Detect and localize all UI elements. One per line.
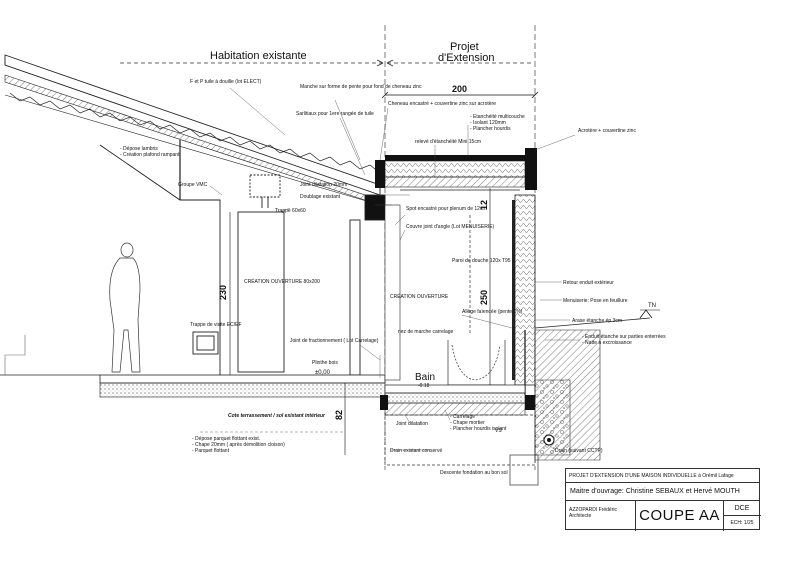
label-paroi: Paroi de douche 120x T95 xyxy=(452,258,511,264)
label-drain-exist: Drain existant conservé xyxy=(390,448,442,454)
label-tuile: F et P tuile à douille (lot ELECT) xyxy=(190,79,262,85)
label-bain: Bain xyxy=(415,372,435,383)
existing-floor xyxy=(0,335,386,398)
label-plinthe: Plinthe bois xyxy=(312,360,338,366)
dim-230: 230 xyxy=(218,285,228,300)
architect-role: Architecte xyxy=(569,513,592,519)
tn-label: TN xyxy=(648,303,656,309)
label-vs: VS xyxy=(495,428,502,434)
label-acrotere: Acrotère + couvertine zinc xyxy=(578,128,636,134)
label-spot: Spot encastré pour plenum de 12cm xyxy=(406,206,487,212)
label-trappe-visite: Trappe de visite EC/EF xyxy=(190,322,242,328)
existing-header: Habitation existante xyxy=(210,50,307,62)
label-cote-terr: Cote terrassement / sol existant intérie… xyxy=(228,413,326,419)
existing-roof xyxy=(4,54,381,206)
leader-lines xyxy=(200,87,580,451)
dim-200-label: 200 xyxy=(452,84,467,94)
label-depose-lambris: - Dépose lambris- Création plafond rampa… xyxy=(120,146,180,158)
label-joint-dilat: Joint dilatation 20mm xyxy=(300,182,347,188)
label-carrelage: - Carrelage- Chape mortier- Plancher hou… xyxy=(450,414,507,432)
label-sarlitiaux: Sarlitiaux pour 1ere rangée de tuile xyxy=(296,111,374,117)
dim-250: 250 xyxy=(479,290,489,305)
label-etancheite: - Etanchéité multicouche- Isolant 120mm-… xyxy=(470,114,525,132)
architect-name: AZZOPARDI Frédéric xyxy=(569,507,617,513)
dimension-lines xyxy=(229,188,491,455)
extension-header-line1: Projet xyxy=(450,41,479,53)
title-block: PROJET D'EXTENSION D'UNE MAISON INDIVIDU… xyxy=(565,468,761,531)
label-doublage: Doublage existant xyxy=(300,194,341,200)
label-retour-enduit: Retour enduit extérieur xyxy=(563,280,614,286)
label-groupe-vmc: Groupe VMC xyxy=(178,182,208,188)
scale-label: ECH: 1/25 xyxy=(730,520,754,526)
label-trappe: Trappe 60x60 xyxy=(275,208,306,214)
label-couvre-joint: Couvre joint d'angle (Lot MENUISERIE) xyxy=(406,224,495,230)
label-joint-dilatation: Joint dilatation xyxy=(396,421,428,427)
label-creation-ouv1: CRÉATION OUVERTURE 80x200 xyxy=(244,278,320,285)
owner-line: Maitre d'ouvrage: Christine SEBAUX et He… xyxy=(566,483,759,501)
label-descente: Descente fondation au bon sol xyxy=(440,470,508,476)
person-silhouette xyxy=(109,242,141,373)
label-manche: Manche sur forme de pente pour fond de c… xyxy=(300,84,422,90)
header-arrows xyxy=(120,59,533,67)
project-line: PROJET D'EXTENSION D'UNE MAISON INDIVIDU… xyxy=(566,469,759,483)
label-joint-fract: Joint de fractionnement ( Lot Carrelage) xyxy=(290,338,379,344)
extension-walls xyxy=(384,194,536,395)
label-allege: Allège faïencée (pente 1%) xyxy=(462,309,523,315)
label-creation-ouv2: CRÉATION OUVERTURE xyxy=(390,293,449,300)
label-arase: Arase étanche ép 3cm xyxy=(572,318,622,324)
extension-roof xyxy=(375,148,537,191)
label-cheneau: Cheneau encastré + couvertine zinc sur a… xyxy=(388,101,496,107)
label-menuiserie: Menuiserie: Pose en feuillure xyxy=(563,298,628,304)
label-enduit: - Enduit étanche sur parties enterrées- … xyxy=(582,334,666,346)
exterior-ground xyxy=(534,317,651,461)
label-releve: relevé d'étanchéité Mini 15cm xyxy=(415,139,481,145)
phase-label: DCE xyxy=(723,501,761,516)
architect-box: AZZOPARDI Frédéric Architecte xyxy=(566,501,636,531)
dim-82: 82 xyxy=(334,410,344,420)
dimension-200 xyxy=(381,91,539,99)
extension-floor xyxy=(380,384,535,416)
drawing-title: COUPE AA xyxy=(636,501,724,531)
extension-header-line2: d'Extension xyxy=(438,52,495,64)
label-drain: Drain (suivant CCTP) xyxy=(555,448,603,454)
label-nez-marche: nez de marche carrelage xyxy=(398,329,454,335)
existing-structure xyxy=(99,144,386,376)
label-bain-level: -0.18 xyxy=(418,383,430,389)
annotations: F et P tuile à douille (lot ELECT) Manch… xyxy=(120,79,666,476)
dim-12: 12 xyxy=(479,200,489,210)
tn-marker xyxy=(639,309,660,319)
label-depose-parquet: - Dépose parquet flottant exist.- Chape … xyxy=(192,436,285,454)
label-zero: ±0,00 xyxy=(315,370,331,376)
bath xyxy=(447,215,506,386)
